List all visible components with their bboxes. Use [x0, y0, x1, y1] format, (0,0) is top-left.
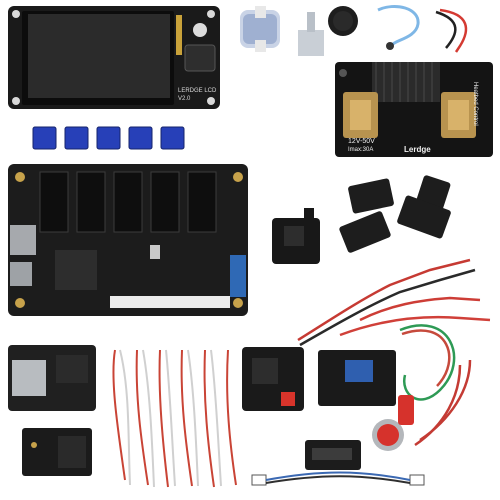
lcd-brand-label: LERDGE LCD	[178, 88, 217, 94]
red-wire-bundle	[297, 258, 491, 347]
lcd-version-label: V2.0	[178, 96, 191, 102]
main-controller-board	[8, 164, 248, 316]
flat-ribbon-cable	[240, 6, 280, 52]
heatbed-current-label: Imax:30A	[348, 147, 374, 153]
heatbed-brand-label: Lerdge	[404, 145, 431, 154]
lcd-display-board	[8, 6, 220, 109]
power-wire-pair	[435, 8, 468, 53]
red-push-button	[372, 395, 414, 451]
short-connector-cable	[251, 471, 425, 486]
heatbed-model-label: Heatbed Control	[472, 82, 478, 126]
jumper-wire-bundle	[112, 349, 237, 488]
wifi-module	[22, 428, 92, 476]
usb-adapter-board	[8, 345, 96, 411]
right-wire-pair	[414, 359, 472, 447]
heatsink-set	[32, 126, 185, 150]
relay-module	[318, 350, 396, 406]
endstop-switches	[339, 175, 451, 253]
rotary-encoder	[298, 6, 358, 56]
thermistor-probe	[377, 5, 420, 50]
heatbed-voltage-label: 12V-50V	[348, 138, 375, 145]
db9-adapter	[305, 440, 361, 470]
green-wire-loop	[399, 324, 456, 401]
black-connector-housing	[272, 208, 320, 264]
heatbed-control-module	[335, 62, 493, 157]
power-inlet-switch	[242, 347, 304, 411]
